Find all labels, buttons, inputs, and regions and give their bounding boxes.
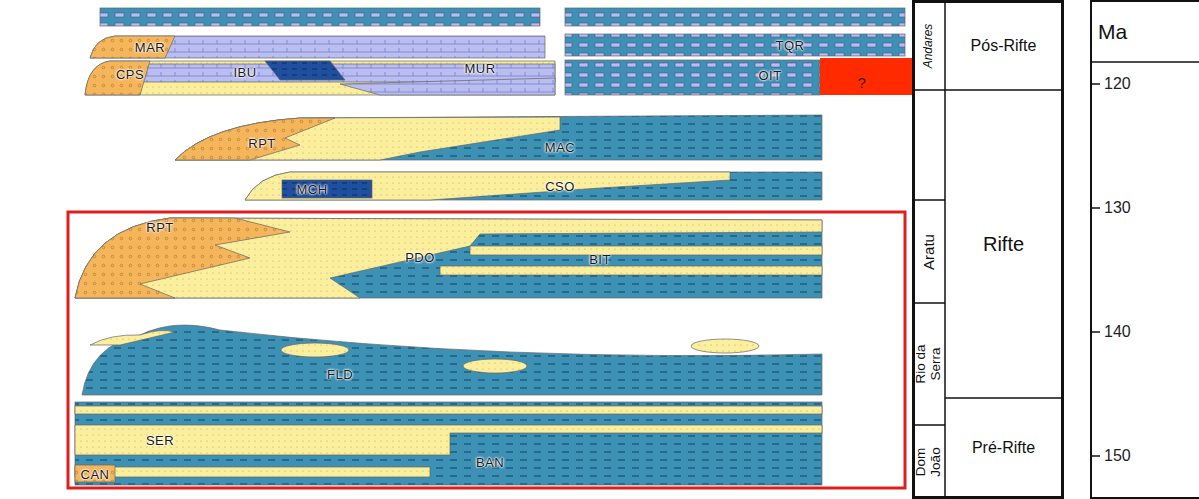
age-tick-label: 140: [1104, 323, 1131, 341]
formation-label: FLD: [327, 367, 353, 382]
phase-name: Pré-Rifte: [949, 439, 1058, 457]
age-tick-label: 130: [1104, 199, 1131, 217]
formation-label: MAC: [545, 140, 575, 155]
stage-name: Aratu: [921, 202, 938, 302]
stage-cell: Dom João: [913, 425, 945, 498]
stage-name: Rio da Serra: [914, 336, 944, 392]
phase-name: Ma: [1098, 20, 1127, 43]
formation-label: BAN: [476, 455, 504, 470]
stage-cell: Aratu: [913, 200, 945, 303]
formation-label: OIT: [758, 68, 781, 83]
age-tick-label: 120: [1104, 75, 1131, 93]
formation-label: IBU: [233, 65, 256, 80]
phase-cell: Pós-Rifte: [945, 2, 1062, 90]
formation-label: TQR: [776, 38, 805, 53]
formation-label: RPT: [146, 220, 174, 235]
formation-label: PDO: [405, 250, 435, 265]
header-cell: Ma: [1092, 2, 1198, 62]
formation-label: MUR: [464, 61, 495, 76]
formation-label: MCH: [296, 182, 327, 197]
formation-label: ?: [858, 74, 867, 91]
stage-name: Andares: [922, 4, 935, 88]
phase-name: Rifte: [949, 233, 1058, 255]
stage-cell: Rio da Serra: [913, 303, 945, 425]
formation-label: CAN: [81, 467, 110, 482]
phase-cell: Rifte: [945, 90, 1062, 398]
age-tick-label: 150: [1104, 447, 1131, 465]
formation-label: RPT: [248, 136, 276, 151]
formation-label: CPS: [116, 67, 144, 82]
phase-name: Pós-Rifte: [949, 37, 1058, 55]
phase-cell: Pré-Rifte: [945, 398, 1062, 498]
stage-name: Dom João: [914, 439, 944, 485]
header-cell: Andares: [913, 2, 945, 90]
formation-label: SER: [146, 433, 174, 448]
formation-label: CSO: [545, 179, 575, 194]
formation-label: MAR: [135, 40, 165, 55]
formation-label: BIT: [589, 252, 611, 267]
